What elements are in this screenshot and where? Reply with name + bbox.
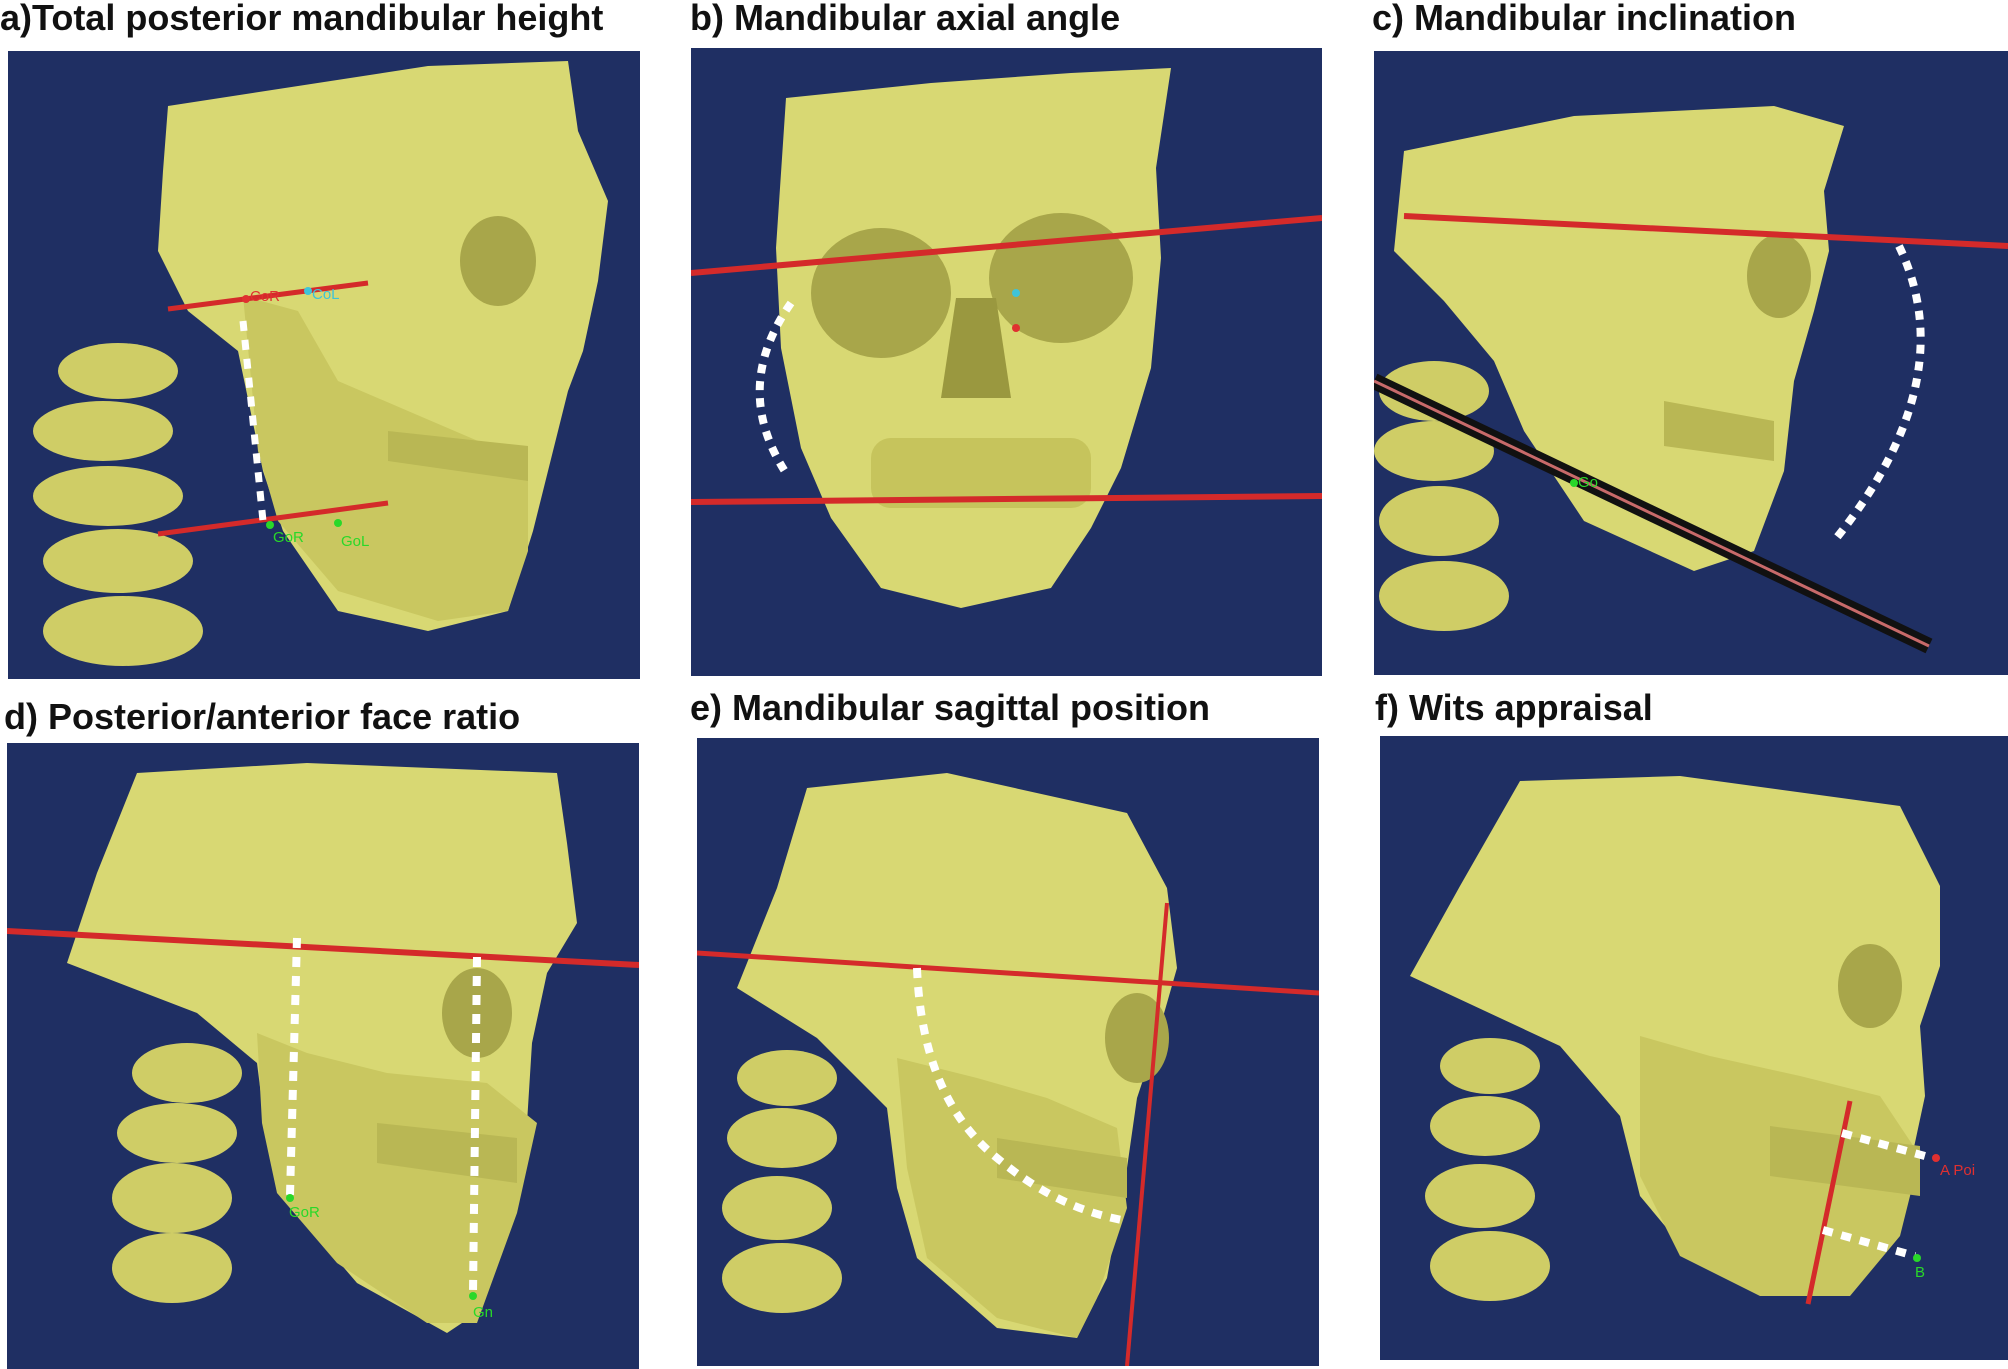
- panel-d-title: d) Posterior/anterior face ratio: [4, 696, 521, 737]
- landmarks: CoR CoL GoR GoL: [242, 286, 369, 550]
- skull-lateral-render: A Poi B: [1410, 776, 1975, 1305]
- skull-frontal-render: [691, 68, 1322, 608]
- landmarks: Go: [1570, 474, 1598, 491]
- orbit: [1838, 944, 1902, 1028]
- panel-a-title: a)Total posterior mandibular height: [0, 0, 604, 38]
- panel-a-ct-render: CoR CoL GoR GoL: [8, 51, 640, 679]
- cervical-spine: [112, 1043, 242, 1303]
- face-height-measures: [286, 937, 481, 1294]
- panel-b-title: b) Mandibular axial angle: [690, 0, 1121, 38]
- cervical-spine: [1374, 361, 1509, 631]
- orbit-right: [811, 228, 951, 358]
- sagittal-position-measure: [913, 967, 1123, 1224]
- landmark-label: GoR: [289, 1204, 320, 1221]
- orbit: [460, 216, 536, 306]
- landmark-label: CoL: [312, 286, 340, 303]
- landmarks: A Poi B: [1913, 1154, 1975, 1281]
- cervical-spine: [33, 343, 203, 666]
- panel-e-ct-render: [697, 738, 1319, 1366]
- cervical-spine: [1425, 1038, 1550, 1301]
- teeth: [388, 431, 528, 481]
- reference-lines: [157, 280, 389, 537]
- panel-c-ct-render: Go: [1374, 51, 2008, 675]
- landmark-label: CoR: [250, 288, 280, 305]
- teeth: [1664, 401, 1774, 461]
- teeth: [377, 1123, 517, 1183]
- teeth: [871, 438, 1091, 508]
- orbit-left: [989, 213, 1133, 343]
- reference-lines: [697, 902, 1319, 1366]
- panel-b-ct-render: [691, 48, 1322, 676]
- orbit: [1747, 234, 1811, 318]
- inclination-angle-measure: [1830, 244, 1925, 544]
- skull-lateral-render: GoR Gn: [7, 763, 639, 1333]
- cervical-spine: [722, 1050, 842, 1313]
- landmark-label: GoR: [273, 529, 304, 546]
- panel-d-ct-render: GoR Gn: [7, 743, 639, 1369]
- reference-line: [7, 928, 639, 968]
- panel-f-title: f) Wits appraisal: [1375, 687, 1653, 728]
- skull-lateral-render: [697, 773, 1319, 1366]
- landmark-label: Go: [1578, 474, 1598, 491]
- axial-angle-measure: [755, 300, 795, 476]
- landmarks: [1012, 289, 1020, 332]
- skull-lateral-render: Go: [1374, 106, 2008, 654]
- panel-c-title: c) Mandibular inclination: [1372, 0, 1797, 38]
- orbit: [442, 968, 512, 1058]
- mandible: [243, 296, 528, 621]
- panel-e-title: e) Mandibular sagittal position: [690, 687, 1211, 728]
- landmark-label: A Poi: [1940, 1162, 1975, 1179]
- wits-measures: [1821, 1129, 1934, 1260]
- reference-lines: [1374, 213, 2008, 654]
- mandible: [897, 1058, 1127, 1338]
- posterior-height-measure: [239, 320, 267, 522]
- landmark-label: Gn: [473, 1304, 493, 1321]
- panel-f-ct-render: A Poi B: [1380, 736, 2008, 1360]
- landmark-label: B: [1915, 1264, 1925, 1281]
- skull-lateral-render: CoR CoL GoR GoL: [33, 61, 608, 666]
- nasal-cavity: [941, 298, 1011, 398]
- reference-lines: [691, 215, 1322, 505]
- mandible: [257, 1033, 537, 1323]
- landmark-label: GoL: [341, 533, 369, 550]
- landmarks: GoR Gn: [286, 1194, 493, 1321]
